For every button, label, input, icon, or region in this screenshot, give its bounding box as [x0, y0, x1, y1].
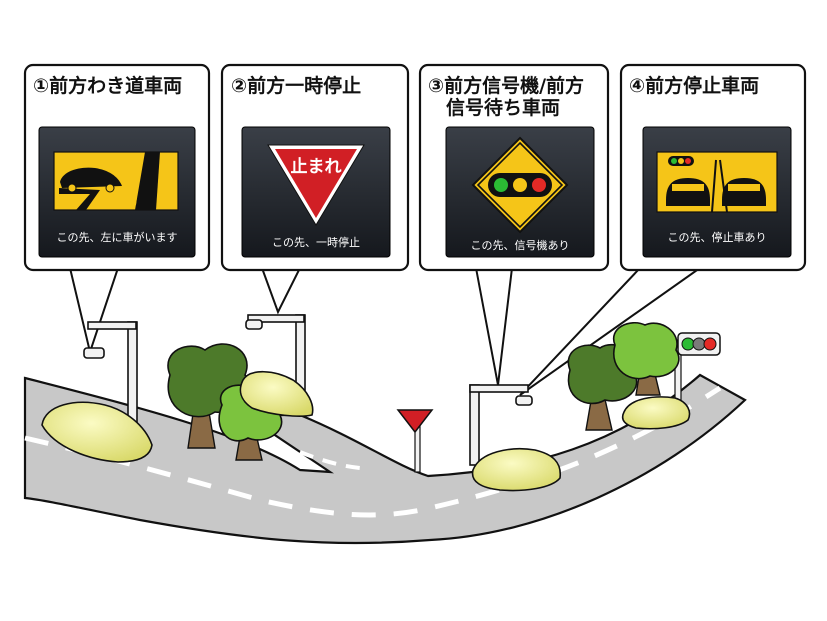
car-main-road-left [41, 401, 153, 463]
tree-2 [567, 321, 680, 431]
traffic-signal-warning-icon [471, 136, 569, 234]
callout-tail-1 [68, 267, 120, 356]
road [23, 373, 747, 545]
panel-3-title-line2: 信号待ち車両 [446, 96, 560, 119]
pole-3 [469, 384, 480, 466]
pole-arm-1 [87, 321, 137, 330]
roadside-unit-3 [515, 395, 533, 406]
traffic-light [674, 332, 721, 401]
panel-3: ③前方信号機/前方 信号待ち車両 この先、信号機あり [418, 63, 610, 272]
side-road-dashes [299, 450, 361, 470]
panel-2-title: ②前方一時停止 [231, 74, 361, 97]
pole-arm-3 [469, 384, 529, 393]
callout-tail-2 [260, 267, 302, 315]
car-side-road [239, 370, 314, 417]
stopped-vehicles-icon [656, 151, 778, 213]
panel-4: ④前方停止車両 この先、停止車あり [619, 63, 807, 272]
roadside-stop-sign [396, 409, 434, 473]
panel-1-caption: この先、左に車がいます [57, 230, 178, 244]
roadside-unit-1 [83, 347, 105, 359]
roadside-unit-2 [245, 319, 263, 330]
panel-1: ①前方わき道車両 この先、左に車がいます [23, 63, 211, 272]
callout-tail-3 [474, 267, 514, 386]
stop-sign-text: 止まれ [291, 156, 342, 177]
stop-sign-icon: 止まれ [267, 144, 365, 226]
car-stopped [621, 396, 691, 430]
panel-4-caption: この先、停止車あり [668, 230, 767, 244]
car-center [471, 448, 561, 492]
panel-3-caption: この先、信号機あり [471, 238, 570, 252]
side-road-vehicle-icon [53, 151, 179, 211]
panel-4-title: ④前方停止車両 [629, 74, 759, 97]
trees [167, 321, 680, 461]
pole-1 [127, 321, 138, 423]
panel-2-caption: この先、一時停止 [272, 235, 360, 249]
roadside-units [83, 314, 533, 466]
cars [41, 370, 691, 492]
panel-2: ②前方一時停止 止まれ この先、一時停止 [220, 63, 410, 272]
callout-connectors [68, 267, 704, 396]
pole-arm-2 [247, 314, 305, 323]
panel-1-title: ①前方わき道車両 [33, 74, 182, 97]
road-surface [23, 373, 747, 545]
lane-dashes [24, 385, 722, 518]
panel-3-title-line1: ③前方信号機/前方 [428, 74, 584, 97]
